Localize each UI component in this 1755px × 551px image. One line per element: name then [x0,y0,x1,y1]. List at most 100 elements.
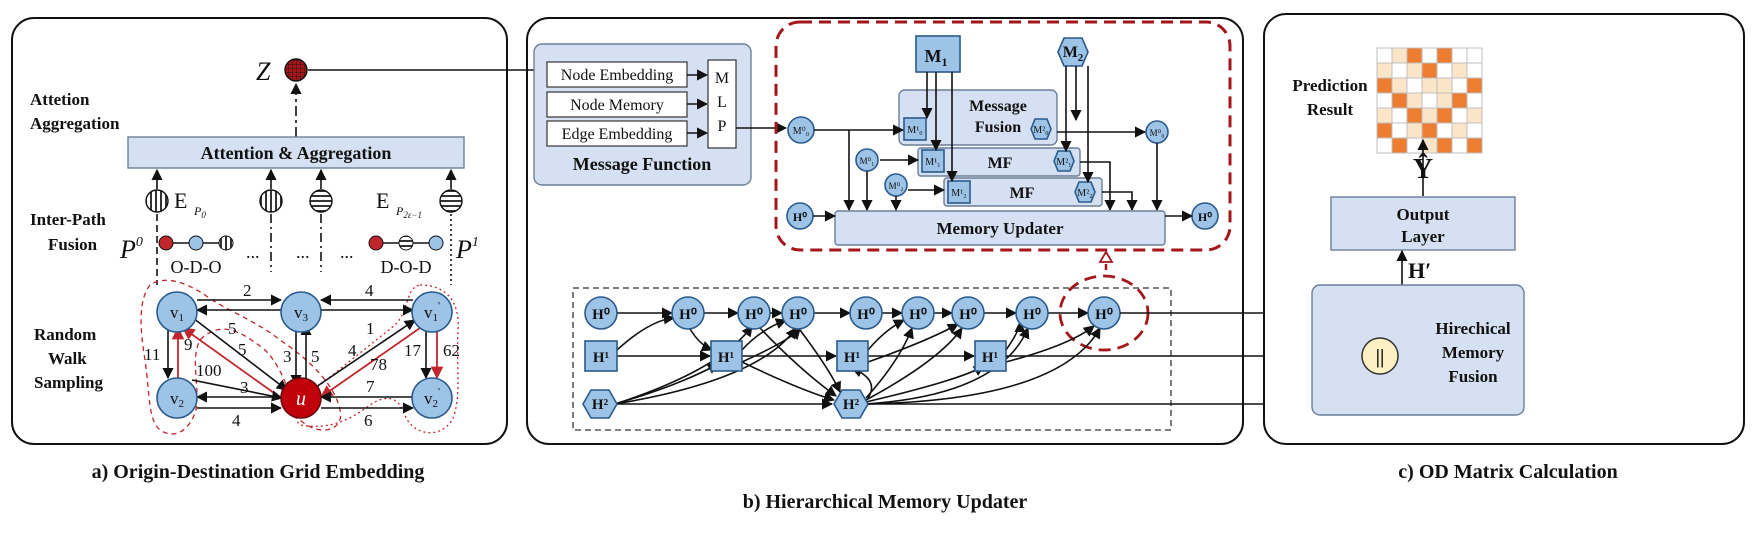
od-matrix-cell [1451,107,1468,124]
h1-node-label: H¹ [982,350,998,366]
path-node-origin [368,235,384,251]
walk-region-left [140,279,342,435]
h0-node [584,296,618,330]
od-matrix-cell [1391,47,1408,64]
node-memory-label: Node Memory [570,97,664,114]
message-function-label: Message Function [573,154,712,174]
od-matrix-cell [1466,137,1483,154]
od-matrix-cell [1421,47,1438,64]
graph-node-v2-prime [411,377,453,419]
m2-0-hexagon [1030,118,1052,140]
edge-weight: 4 [365,281,374,300]
m1-1-label: M¹₁ [925,157,940,168]
od-matrix-cell [1391,107,1408,124]
panel-b-caption: b) Hierarchical Memory Updater [743,491,1028,513]
edge-weight: 1 [366,319,375,338]
od-matrix-cell [1451,137,1468,154]
path-node [218,235,234,251]
od-matrix-cell [1466,47,1483,64]
path-node [188,235,204,251]
h0-to-h2 [759,327,837,397]
od-matrix-cell [1451,92,1468,109]
graph-node-v1 [156,291,198,333]
edge-weight: 4 [232,411,241,430]
od-matrix-cell [1421,107,1438,124]
hmf-line3: Fusion [1448,367,1498,386]
message-fusion-box [898,89,1058,146]
h1-to-h0 [1005,325,1095,363]
path-embedding-circle [145,189,169,213]
h0-node [1015,296,1049,330]
label-random-line3: Sampling [34,373,103,392]
m1-2-label: M¹₂ [951,188,966,199]
h1-node-label: H¹ [593,350,609,366]
edge-embedding-box [546,120,688,147]
od-matrix-cell [1451,77,1468,94]
od-matrix-cell [1376,47,1393,64]
od-matrix-cell [1466,92,1483,109]
mf-label-1: MF [988,155,1013,172]
od-matrix-cell [1421,122,1438,139]
odo-label: O-D-O [171,257,222,277]
h2-to-h0 [865,327,1101,405]
edge-weight: 78 [370,355,387,374]
memory-updater-region [774,20,1232,252]
edge-weight: 2 [243,281,252,300]
h0-node-label: H⁰ [1095,307,1113,323]
od-matrix-cell [1391,77,1408,94]
mlp-letter: P [718,118,727,135]
node-embedding-label: Node Embedding [561,67,673,84]
h0-node [849,296,883,330]
h1-node [584,340,618,372]
od-matrix-cell [1391,122,1408,139]
h2-to-h0 [865,326,1030,405]
od-matrix-cell [1466,62,1483,79]
mlp-letter: M [715,70,729,87]
od-matrix-cell [1421,137,1438,154]
e-p2-label: E [376,188,389,213]
h1-to-h0 [867,319,905,351]
zoom-link-arrow [1098,250,1114,263]
od-matrix-cell [1436,137,1453,154]
od-matrix-grid [1376,47,1483,154]
h1-node [710,340,743,372]
m1-2-square [947,180,971,204]
prediction-line1: Prediction [1292,76,1368,95]
h0-node-label: H⁰ [1023,307,1041,323]
h2-node-label: H² [843,397,860,413]
label-random-line2: Walk [48,349,87,368]
edge-weight: 3 [240,378,249,397]
h0-in-label: H⁰ [793,210,807,224]
h2-node-label: H² [592,397,609,413]
h1-node [836,340,869,372]
path-node [398,235,414,251]
od-matrix-cell [1376,92,1393,109]
h2-node [582,389,618,419]
mlp-box [707,59,737,149]
ellipsis: ... [296,242,310,262]
panel-a: Attetion Aggregation Inter-Path Fusion R… [11,17,508,483]
od-matrix-cell [1421,77,1438,94]
concat-symbol: || [1376,346,1385,368]
h0-node-label: H⁰ [789,307,807,323]
edge-u-v1p [315,319,416,388]
path-embedding-circle [439,189,463,213]
edge-weight: 9 [184,335,193,354]
graph-node-v2 [156,377,198,419]
od-matrix-cell [1436,92,1453,109]
edge-weight: 5 [238,340,247,359]
graph-node-v1-prime-label: v1' [424,300,440,324]
h0-out-label: H⁰ [1198,210,1212,224]
h0-node-label: H⁰ [592,307,610,323]
h0-node [951,296,985,330]
hmf-line1: Hirechical [1435,319,1510,338]
h2-to-h0 [614,327,797,405]
od-matrix-cell [1406,62,1423,79]
h0-node [737,296,771,330]
attention-aggregation-label: Attention & Aggregation [201,143,392,163]
e-p0-label: E [174,188,187,213]
label-interpath-line2: Fusion [48,235,98,254]
edge-weight: 3 [283,347,292,366]
edge-weight: 17 [404,341,422,360]
m0-0-label: M⁰₀ [793,126,810,137]
